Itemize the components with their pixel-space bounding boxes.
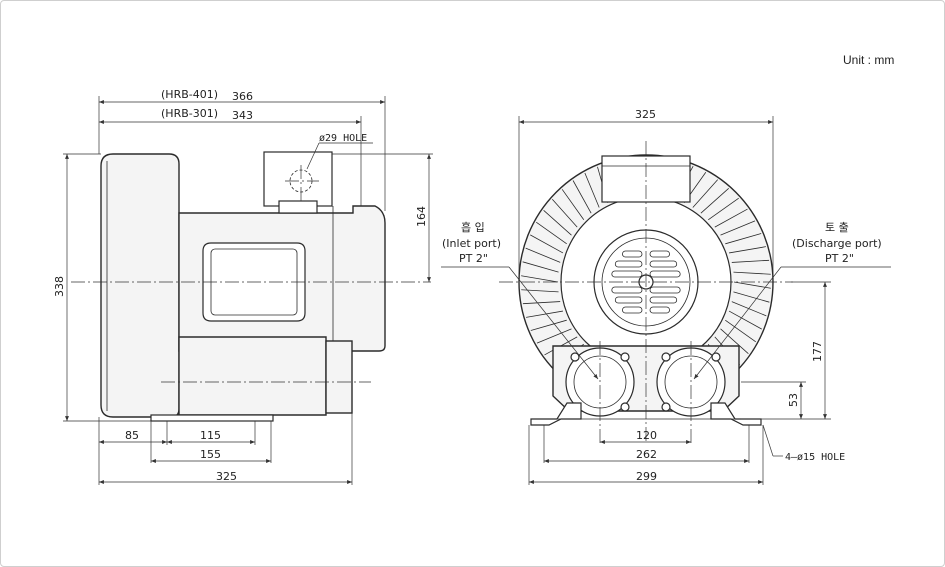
right-foot	[710, 402, 762, 426]
cooling-fin	[536, 328, 572, 344]
cooling-fin	[731, 301, 767, 317]
grille-slot	[622, 306, 643, 314]
cooling-fin	[572, 180, 592, 214]
dim-325-top-text: 325	[635, 108, 656, 121]
grille-slot	[614, 296, 643, 304]
cooling-fin	[714, 208, 748, 228]
cooling-fin	[543, 209, 572, 236]
dim-177-text: 177	[811, 341, 824, 362]
cooling-fin	[530, 319, 567, 331]
cooling-fin	[526, 310, 564, 318]
discharge-korean: 토 출	[825, 221, 849, 234]
port-bolt	[661, 402, 671, 412]
base-plate	[150, 414, 274, 422]
cooling-fin	[725, 233, 762, 245]
cooling-fin	[728, 310, 762, 330]
cooling-fin	[700, 187, 729, 214]
cooling-fin	[733, 291, 770, 303]
dim-164-text: 164	[415, 206, 428, 227]
discharge-leader	[693, 266, 782, 380]
cooling-fin	[692, 179, 719, 208]
motor-grille-slots	[611, 250, 681, 314]
cooling-fin	[561, 189, 585, 221]
cooling-fin	[535, 221, 567, 245]
port-bolt	[570, 352, 580, 362]
cooling-fin	[707, 197, 739, 221]
port-bolt	[711, 352, 721, 362]
side-view: (HRB-401) 366 (HRB-301) 343 ø29 HOLE	[53, 88, 433, 485]
grille-slot	[649, 306, 670, 314]
port-bolt	[620, 402, 630, 412]
inlet-korean: 흡 입	[461, 220, 485, 234]
lower-body	[178, 336, 327, 416]
grille-slot	[649, 250, 670, 258]
grille-slot	[649, 270, 681, 278]
hole-29-label: ø29 HOLE	[319, 133, 367, 144]
grille-slot	[611, 286, 643, 294]
cooling-fin	[530, 234, 564, 254]
dim-85-text: 85	[125, 429, 139, 442]
dim-299-text: 299	[636, 470, 657, 483]
model-401-label: (HRB-401)	[161, 88, 218, 101]
cooling-fin	[522, 301, 561, 305]
top-port-box	[263, 151, 333, 207]
cooling-fin	[584, 172, 600, 208]
cooling-fin	[522, 261, 559, 273]
dim-120-text: 120	[636, 429, 657, 442]
port-bolt	[661, 352, 671, 362]
inlet-leader	[508, 266, 599, 380]
dim-325-side-text: 325	[216, 470, 237, 483]
cooling-fin	[733, 271, 771, 275]
inlet-pt: PT 2"	[459, 252, 488, 265]
dim-338-text: 338	[53, 276, 66, 297]
dim-262-text: 262	[636, 448, 657, 461]
cooling-fin	[551, 199, 578, 228]
dim-366-text: 366	[232, 90, 253, 103]
grille-slot	[649, 296, 678, 304]
dim-115-text: 115	[200, 429, 221, 442]
front-view: 325 흡 입 (Inlet port) PT 2"	[441, 108, 891, 485]
cooling-fin	[725, 319, 757, 343]
grille-slot	[649, 260, 678, 268]
left-foot	[530, 402, 582, 426]
top-port-neck	[278, 200, 318, 214]
fan-cover	[100, 153, 180, 418]
model-301-label: (HRB-301)	[161, 107, 218, 120]
discharge-pt: PT 2"	[825, 252, 854, 265]
dim-53-text: 53	[787, 393, 800, 407]
grille-slot	[649, 286, 681, 294]
cooling-fin	[720, 220, 756, 236]
unit-label: Unit : mm	[843, 53, 894, 67]
cooling-fin	[731, 259, 770, 263]
dim-155-text: 155	[200, 448, 221, 461]
discharge-label: (Discharge port)	[792, 237, 882, 250]
inlet-label: (Inlet port)	[442, 237, 501, 250]
port-bolt	[620, 352, 630, 362]
grille-slot	[614, 260, 643, 268]
mount-hole-label: 4–ø15 HOLE	[785, 452, 845, 463]
outlet-stub	[325, 340, 353, 414]
grille-slot	[611, 270, 643, 278]
cooling-fin	[521, 275, 559, 283]
cooling-fin	[720, 328, 749, 355]
cooling-fin	[525, 247, 561, 263]
dim-343-text: 343	[232, 109, 253, 122]
grille-slot	[622, 250, 643, 258]
cooling-fin	[733, 281, 771, 289]
cooling-fin	[728, 246, 766, 254]
